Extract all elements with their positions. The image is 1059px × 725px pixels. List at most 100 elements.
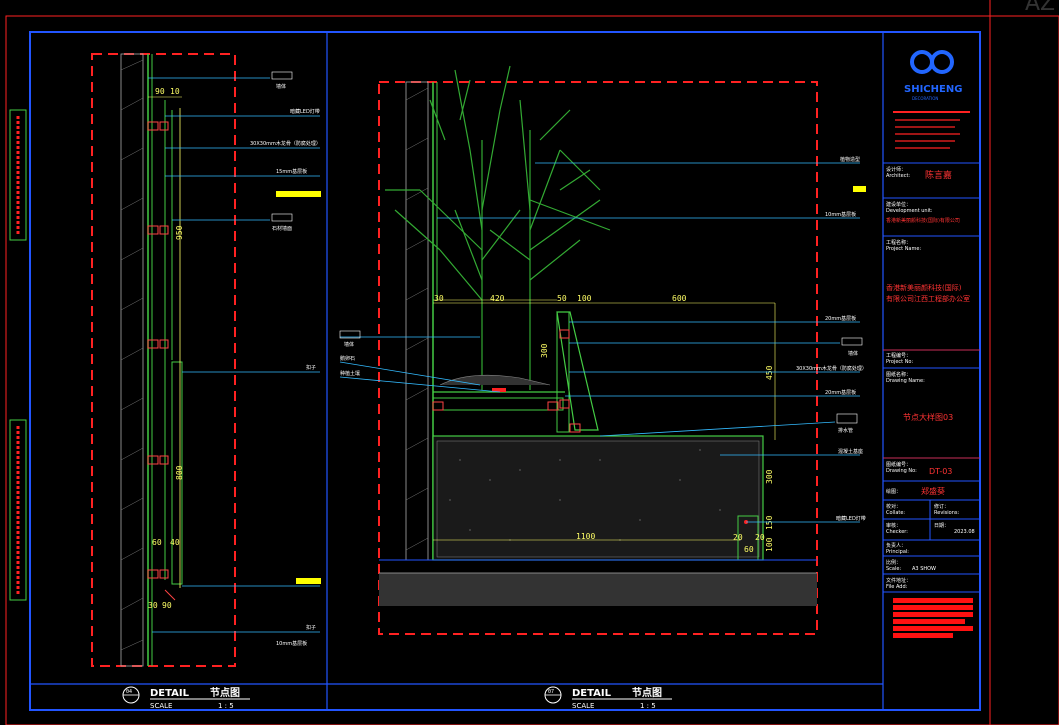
left-label-led: 暗藏LED灯带	[290, 108, 320, 115]
concrete-base	[432, 435, 764, 561]
scale-value: A3 SHOW	[912, 566, 936, 572]
file-label: 文件地址：	[886, 577, 911, 584]
left-leaders	[148, 77, 320, 633]
left-detail-boundary	[91, 53, 236, 667]
checker-label-en: Collate:	[886, 510, 905, 516]
right-dimensions: 30 420 50 100 600 300 450 300 1100 60 20…	[433, 294, 776, 554]
file-label-en: File Add:	[886, 584, 908, 590]
right-yellow-marker	[853, 186, 866, 192]
drawing-name-label: 图纸名称：	[886, 371, 911, 378]
left-yellow-marker-2	[296, 578, 321, 584]
company-info-lines	[893, 111, 970, 149]
sheet-border	[5, 15, 1059, 725]
project-no-label: 工程编号：	[886, 352, 911, 359]
right-label-keel: 30X30mm木龙骨（防腐处理）	[796, 365, 867, 372]
left-yellow-marker-1	[276, 191, 321, 197]
right-label-wall-left: 墙体	[344, 341, 354, 348]
right-label-pebble: 鹅卵石	[340, 355, 355, 362]
drafter-label: 绘图：	[886, 488, 901, 495]
left-material-tag-1	[271, 71, 293, 80]
right-label-concrete: 混凝土基座	[838, 448, 863, 455]
left-label-wall: 墙体	[276, 83, 286, 90]
title-block: SHICHENG DECORATION	[883, 50, 980, 638]
left-side-tag	[339, 330, 361, 339]
right-label-led: 暗藏LED灯带	[836, 515, 866, 522]
audit-label: 审核：	[886, 522, 901, 529]
left-dim-bottom-90: 90	[162, 601, 172, 610]
right-dim-100: 100	[577, 294, 592, 303]
redacted-notes	[893, 598, 973, 638]
left-wood-battens	[147, 121, 169, 579]
unit-label: 建设单位：	[886, 201, 911, 208]
drawing-name-label-en: Drawing Name:	[886, 378, 925, 384]
left-dim-bottom-40: 40	[170, 538, 180, 547]
logo-text: SHICHENG	[904, 84, 962, 95]
right-label-soil: 种植土壤	[340, 370, 360, 377]
checker-label: 校对：	[886, 503, 901, 510]
drawing-frame	[29, 31, 981, 711]
right-label-plant: 植物造型	[840, 156, 860, 163]
left-scale-label: SCALE	[150, 702, 172, 710]
principal-label-en: Principal:	[886, 549, 909, 555]
right-wood-battens	[432, 329, 581, 433]
right-dim-20a: 20	[733, 533, 743, 542]
left-bubble-number: 04	[126, 689, 132, 695]
principal-label: 负责人：	[886, 542, 906, 549]
company-logo: SHICHENG DECORATION	[904, 50, 962, 101]
right-dim-50: 50	[557, 294, 567, 303]
left-wall	[120, 53, 144, 667]
right-material-tag	[841, 337, 863, 346]
revision-label: 修订：	[934, 503, 949, 510]
sheet-no-label-en: Drawing No:	[886, 468, 917, 474]
left-label-15mm: 15mm基层板	[276, 168, 307, 175]
right-wall	[405, 81, 429, 561]
left-dim-950: 950	[175, 225, 184, 240]
left-label-clip-2: 扣子	[306, 624, 316, 631]
project-label-en: Project Name:	[886, 246, 921, 252]
left-label-10mm: 10mm基层板	[276, 640, 307, 647]
right-wall-hatch	[405, 87, 429, 551]
tree-illustration	[385, 65, 611, 390]
designer-label-en: Architect:	[886, 173, 910, 179]
drain-mark	[492, 388, 506, 392]
date-value: 2023.08	[954, 529, 975, 535]
ground-slab	[379, 573, 817, 606]
left-dim-top-90: 90	[155, 87, 165, 96]
right-dim-300: 300	[540, 343, 549, 358]
left-caption: 04 DETAIL 节点图 SCALE 1 : 5	[122, 686, 250, 710]
right-scale-value: 1 : 5	[640, 702, 656, 710]
project-label: 工程名称：	[886, 239, 911, 246]
right-dim-600: 600	[672, 294, 687, 303]
left-label-stone: 石材墙面	[272, 225, 292, 232]
drafter-value: 郑盛葵	[921, 486, 945, 496]
right-dim-20b: 20	[755, 533, 765, 542]
left-detail: 950 800 90 10 60 40 30 90 墙体 暗藏LED灯带 30X…	[91, 53, 321, 667]
sheet-no-value: DT-03	[929, 467, 952, 476]
right-detail-title-cn: 节点图	[632, 686, 662, 699]
right-dim-100b: 100	[765, 537, 774, 552]
scale-label: 比例：	[886, 559, 901, 566]
right-label-10mm: 10mm基层板	[825, 211, 856, 218]
audit-label-en: Checker:	[886, 529, 908, 535]
left-detail-title: DETAIL	[150, 688, 190, 699]
logo-subtext: DECORATION	[912, 96, 938, 101]
right-detail: 30 420 50 100 600 300 450 300 1100 60 20…	[339, 65, 867, 635]
right-dim-300b: 300	[765, 469, 774, 484]
project-value-line1: 香港新美丽颜科技(国际)	[886, 283, 962, 292]
right-scale-label: SCALE	[572, 702, 594, 710]
left-material-tag-2	[271, 213, 293, 222]
sheet-corner-label: AZ	[1025, 0, 1055, 16]
margin-strip-bottom	[9, 419, 27, 601]
left-lower-panel	[171, 361, 183, 585]
right-dim-30: 30	[434, 294, 444, 303]
left-label-keel: 30X30mm木龙骨（防腐处理）	[250, 140, 321, 147]
left-dim-800: 800	[175, 465, 184, 480]
designer-label: 设计师：	[886, 166, 906, 173]
left-detail-title-cn: 节点图	[210, 686, 240, 699]
scale-label-en: Scale:	[886, 566, 901, 572]
planter-box	[432, 299, 599, 433]
drain-tag	[836, 413, 858, 424]
project-value-line2: 有限公司江西工程部办公室	[886, 294, 970, 303]
project-no-label-en: Project No:	[886, 359, 913, 365]
sheet-no-label: 图纸编号：	[886, 461, 911, 468]
